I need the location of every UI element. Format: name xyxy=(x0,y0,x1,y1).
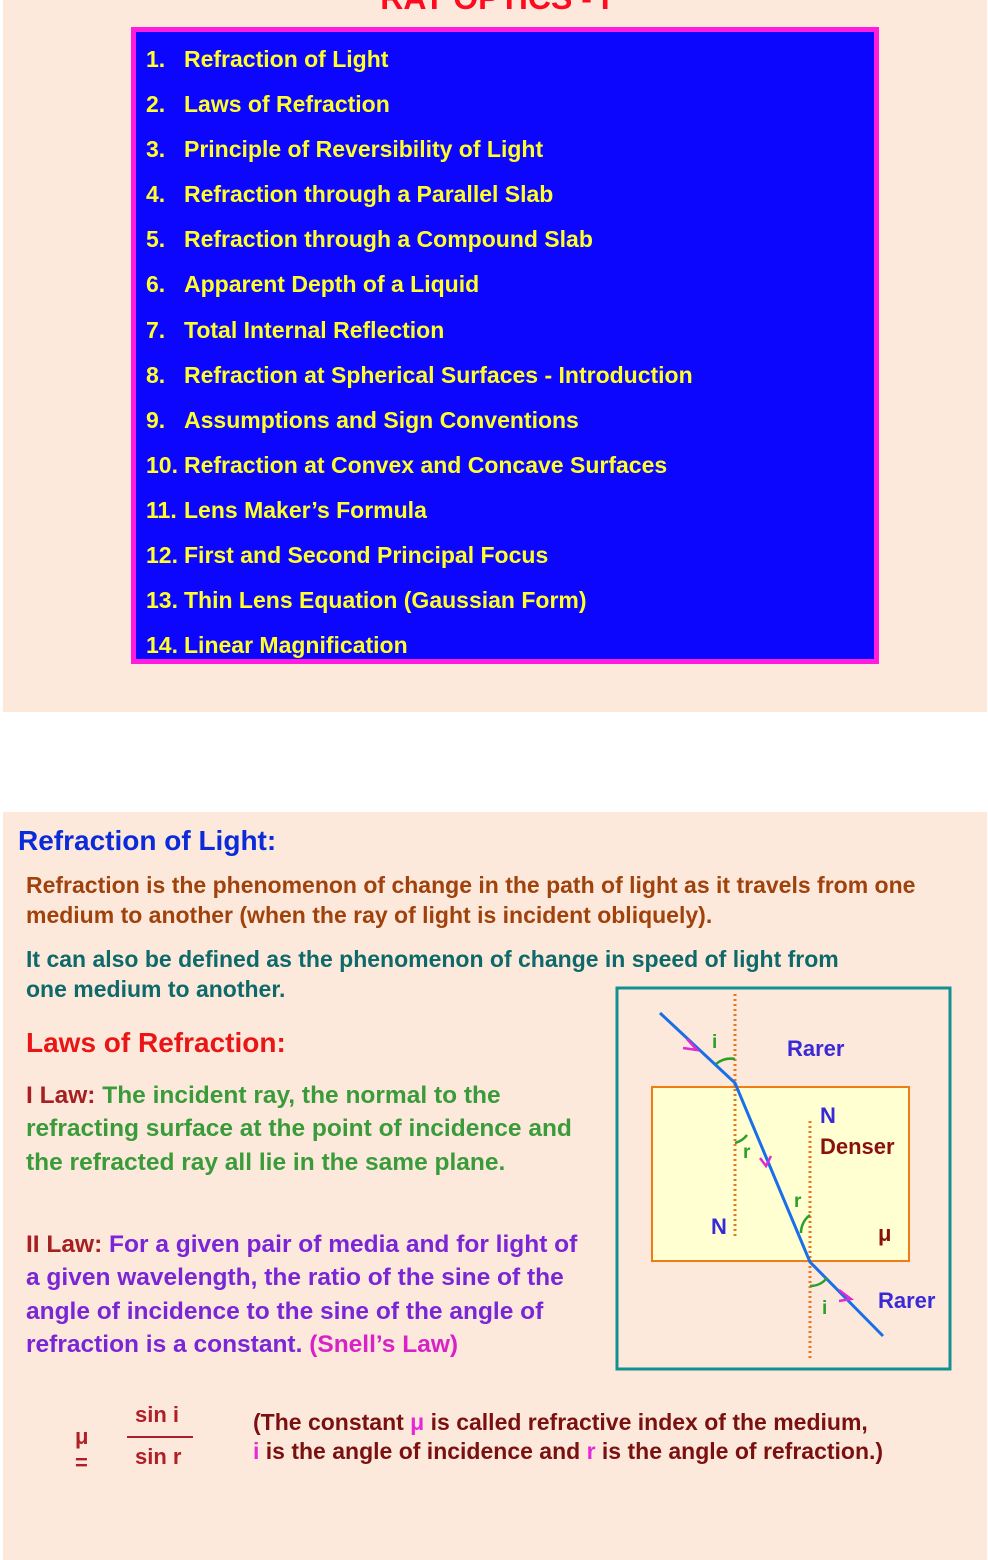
toc-text: Refraction through a Parallel Slab xyxy=(184,181,554,208)
toc-item: 1. Refraction of Light xyxy=(146,41,693,86)
toc-text: Principle of Reversibility of Light xyxy=(184,136,544,163)
toc-item: 7. Total Internal Reflection xyxy=(146,312,693,357)
toc-item: 4. Refraction through a Parallel Slab xyxy=(146,176,693,221)
toc-item: 8. Refraction at Spherical Surfaces - Int… xyxy=(146,357,693,402)
toc-text: Assumptions and Sign Conventions xyxy=(184,406,579,433)
note-text: (The constant xyxy=(253,1409,411,1435)
slide-title: RAY OPTICS - I xyxy=(3,0,987,18)
snells-law-label: (Snell’s Law) xyxy=(309,1331,459,1359)
toc-item: 6. Apparent Depth of a Liquid xyxy=(146,266,693,311)
note-text: is the angle of refraction.) xyxy=(595,1438,884,1464)
label-angle-i-bottom: i xyxy=(822,1298,827,1319)
angle-arc-r-bottom xyxy=(799,1213,811,1234)
toc-text: Linear Magnification xyxy=(184,632,408,659)
first-law-text: The incident ray, the normal to the refr… xyxy=(26,1082,572,1176)
fraction-bar xyxy=(127,1436,193,1438)
slide-contents: RAY OPTICS - I 1. Refraction of Light 2. L… xyxy=(3,0,987,712)
toc-text: Laws of Refraction xyxy=(184,91,390,118)
toc-list: 1. Refraction of Light 2. Laws of Refracti… xyxy=(146,41,693,672)
toc-number: 12. xyxy=(146,542,178,569)
toc-text: Lens Maker’s Formula xyxy=(184,496,427,523)
toc-text: Apparent Depth of a Liquid xyxy=(184,271,480,298)
definition-paragraph-2: It can also be defined as the phenomenon… xyxy=(26,946,839,1002)
toc-number: 8. xyxy=(146,361,166,388)
toc-item: 5. Refraction through a Compound Slab xyxy=(146,221,693,266)
angle-arc-i-top xyxy=(715,1057,736,1066)
toc-text: Refraction at Spherical Surfaces - Intro… xyxy=(184,361,693,388)
label-normal-bottom: N xyxy=(711,1214,727,1239)
toc-number: 3. xyxy=(146,136,166,163)
first-law: I Law: The incident ray, the normal to t… xyxy=(26,1079,586,1179)
note-line-2: i is the angle of incidence and r is the… xyxy=(253,1437,883,1466)
angle-arc-r-top xyxy=(734,1134,748,1145)
toc-text: Refraction of Light xyxy=(184,46,389,72)
slide-refraction: Refraction of Light: Refraction is the p… xyxy=(3,812,987,1560)
toc-item: 9. Assumptions and Sign Conventions xyxy=(146,402,693,447)
toc-number: 4. xyxy=(146,181,166,208)
label-rarer-bottom: Rarer xyxy=(878,1288,936,1313)
toc-item: 2. Laws of Refraction xyxy=(146,86,693,131)
label-rarer-top: Rarer xyxy=(787,1036,845,1061)
toc-number: 11. xyxy=(146,496,177,523)
table-of-contents-box: 1. Refraction of Light 2. Laws of Refracti… xyxy=(131,27,879,664)
label-denser: Denser xyxy=(820,1134,895,1159)
arrow-icon xyxy=(759,1155,773,1169)
refraction-diagram: Rarer Denser μ Rarer N N i r r i xyxy=(615,986,952,1371)
formula-note: (The constant μ is called refractive ind… xyxy=(253,1408,883,1466)
toc-item: 14.Linear Magnification xyxy=(146,627,693,672)
toc-number: 13. xyxy=(146,587,178,614)
second-law-text: For a given pair of media and for light … xyxy=(26,1231,578,1359)
note-mu: μ xyxy=(410,1409,425,1435)
toc-number: 5. xyxy=(146,226,166,253)
toc-item: 13.Thin Lens Equation (Gaussian Form) xyxy=(146,582,693,627)
label-mu: μ xyxy=(878,1221,891,1246)
section-title: Refraction of Light: xyxy=(18,825,277,856)
toc-item: 10.Refraction at Convex and Concave Surf… xyxy=(146,447,693,492)
toc-item: 12.First and Second Principal Focus xyxy=(146,537,693,582)
definition-paragraph-1: Refraction is the phenomenon of change i… xyxy=(26,872,916,928)
label-angle-r-top: r xyxy=(743,1142,751,1163)
laws-heading: Laws of Refraction: xyxy=(26,1027,286,1058)
toc-text: Thin Lens Equation (Gaussian Form) xyxy=(184,587,587,614)
denser-slab xyxy=(651,1086,910,1262)
label-angle-i-top: i xyxy=(712,1032,717,1053)
toc-text: Refraction at Convex and Concave Surface… xyxy=(184,451,668,478)
formula-numerator: sin i xyxy=(135,1402,180,1427)
note-line-1: (The constant μ is called refractive ind… xyxy=(253,1408,883,1437)
arrow-icon xyxy=(682,1038,701,1052)
formula-denominator: sin r xyxy=(135,1444,182,1469)
label-angle-r-bottom: r xyxy=(794,1191,802,1212)
formula-lhs: μ = xyxy=(75,1424,89,1475)
note-text: is called refractive index of the medium… xyxy=(424,1409,868,1435)
diagram-frame xyxy=(615,986,952,1371)
toc-number: 10. xyxy=(146,451,178,478)
angle-arc-i-bottom xyxy=(809,1277,828,1288)
toc-number: 9. xyxy=(146,406,166,433)
label-normal-top: N xyxy=(820,1103,836,1128)
note-r: r xyxy=(586,1438,596,1464)
note-text: is the angle of incidence and xyxy=(259,1438,587,1464)
toc-item: 11. Lens Maker’s Formula xyxy=(146,492,693,537)
second-law-label: II Law: xyxy=(26,1231,103,1258)
arrow-icon xyxy=(838,1289,855,1303)
toc-number: 2. xyxy=(146,91,166,118)
toc-number: 1. xyxy=(146,46,166,72)
toc-number: 14. xyxy=(146,632,178,659)
toc-text: Total Internal Reflection xyxy=(184,316,445,343)
toc-number: 6. xyxy=(146,271,166,298)
note-i: i xyxy=(253,1438,260,1464)
toc-text: Refraction through a Compound Slab xyxy=(184,226,593,253)
toc-number: 7. xyxy=(146,316,166,343)
first-law-label: I Law: xyxy=(26,1082,96,1109)
toc-text: First and Second Principal Focus xyxy=(184,542,549,569)
second-law: II Law: For a given pair of media and fo… xyxy=(26,1228,586,1362)
toc-item: 3. Principle of Reversibility of Light xyxy=(146,131,693,176)
